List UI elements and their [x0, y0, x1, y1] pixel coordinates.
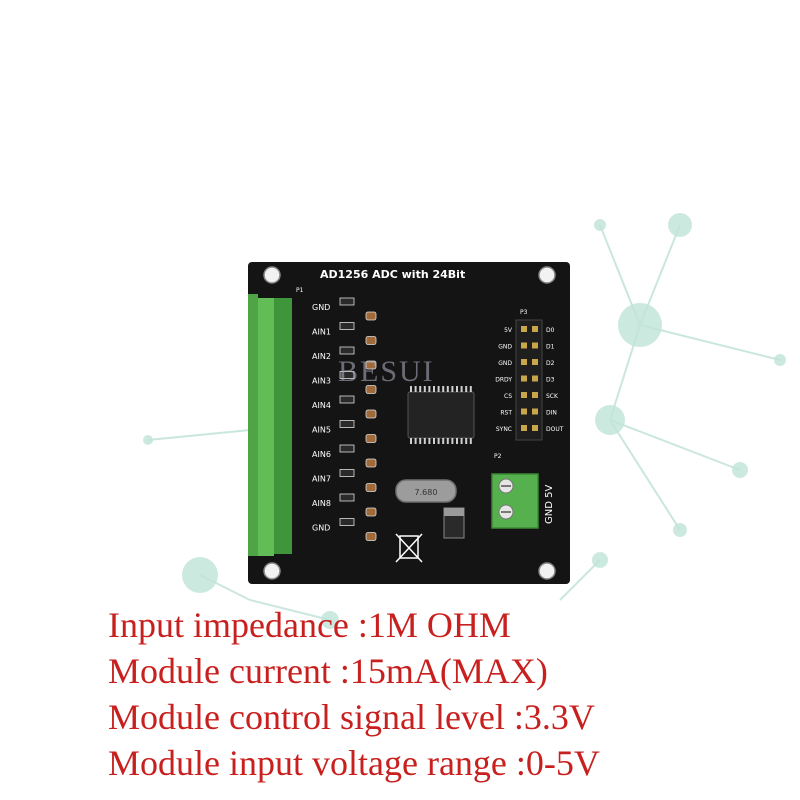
header-pin-label: 5V [504, 327, 513, 334]
header-pin-label: SYNC [496, 426, 512, 433]
input-label: AIN1 [312, 328, 331, 337]
input-label: AIN3 [312, 377, 331, 386]
spec-module-current: Module current :15mA(MAX) [108, 651, 548, 691]
header-pin-label: RST [500, 410, 512, 417]
header-pin-label: CS [504, 393, 512, 400]
board-title: AD1256 ADC with 24Bit [320, 268, 465, 281]
voltage-regulator [443, 507, 465, 539]
mounting-holes [263, 266, 556, 580]
connector-p3-label: P3 [520, 309, 528, 316]
header-pin-label: GND [498, 360, 512, 367]
input-label: GND [312, 303, 330, 312]
input-label: AIN4 [312, 401, 331, 410]
p3-left-labels: 5V GND GND DRDY CS RST SYNC [495, 327, 513, 433]
pin-header-p3 [515, 319, 543, 441]
header-pin-label: DIN [546, 410, 557, 417]
specifications-list: Input impedance :1M OHM Module current :… [108, 602, 788, 786]
header-pin-label: D3 [546, 377, 555, 384]
input-label: GND [312, 524, 330, 533]
input-label: AIN2 [312, 352, 331, 361]
input-label: AIN5 [312, 426, 331, 435]
header-pin-label: DOUT [546, 426, 564, 433]
screw-terminal-block [248, 294, 292, 556]
adc-chip [407, 386, 475, 444]
header-pin-label: SCK [546, 393, 559, 400]
watermark: BESUI [338, 355, 435, 388]
power-label: GND 5V [544, 485, 555, 524]
adc-module-board: AD1256 ADC with 24Bit P1 GND AIN1AIN2AIN3… [248, 262, 570, 584]
passive-components [339, 297, 377, 541]
input-label: AIN7 [312, 475, 331, 484]
power-terminal [491, 473, 539, 529]
crystal-marking: 7.680 [415, 488, 438, 497]
input-label: AIN6 [312, 450, 331, 459]
header-pin-label: D2 [546, 360, 555, 367]
spec-input-impedance: Input impedance :1M OHM [108, 605, 511, 645]
weee-symbol [395, 533, 423, 563]
header-pin-label: GND [498, 344, 512, 351]
crystal-oscillator: 7.680 [395, 479, 457, 503]
connector-p1-label: P1 [296, 287, 304, 294]
input-label: AIN8 [312, 499, 331, 508]
header-pin-label: D0 [546, 327, 555, 334]
header-pin-label: D1 [546, 344, 555, 351]
spec-control-signal-level: Module control signal level :3.3V [108, 697, 595, 737]
spec-input-voltage-range: Module input voltage range :0-5V [108, 743, 600, 783]
header-pin-label: DRDY [495, 377, 512, 384]
connector-p2-label: P2 [494, 453, 502, 460]
